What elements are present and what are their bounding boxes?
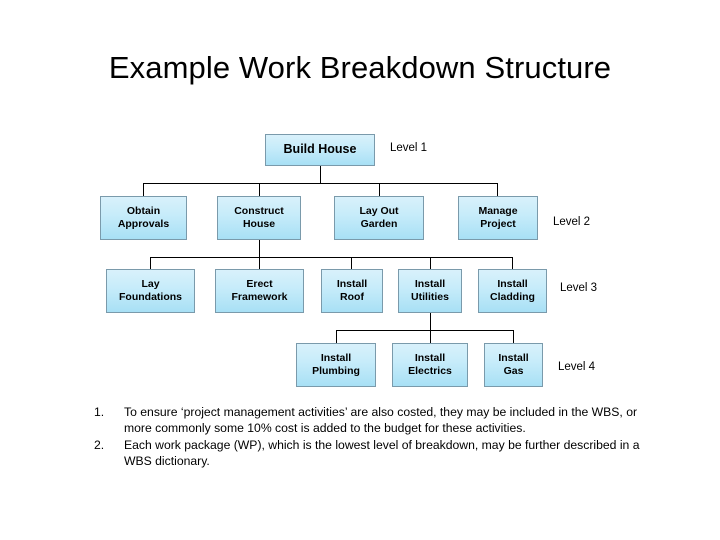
level-caption-1: Level 1 [390,142,428,154]
note-number: 2. [94,437,105,452]
level-caption-4: Level 4 [558,361,596,373]
page-title: Example Work Breakdown Structure [108,50,612,85]
notes-list: 1. To ensure ‘project management activit… [90,404,666,470]
level-caption-2: Level 2 [553,216,591,228]
connector-l3-drop-5 [512,257,513,269]
wbs-node-build-house[interactable]: Build House [265,134,375,166]
connector-l2-construct-drop [259,240,260,257]
connector-l2-drop-4 [497,183,498,196]
connector-l4-bus [336,330,514,331]
level-caption-3: Level 3 [560,282,598,294]
connector-l4-drop-1 [336,330,337,343]
note-text: Each work package (WP), which is the low… [124,437,640,469]
note-number: 1. [94,405,105,419]
connector-l3-bus [150,257,513,258]
connector-l1-drop [320,166,321,183]
connector-l2-drop-3 [379,183,380,196]
connector-l3-drop-3 [351,257,352,269]
note-item-2: 2. Each work package (WP), which is the … [90,437,666,470]
connector-l2-drop-2 [259,183,260,196]
connector-l4-drop-2 [430,330,431,343]
wbs-node-label: Build House [283,142,357,157]
note-text: To ensure ‘project management activities… [124,405,638,436]
connector-l3-utilities-drop [430,313,431,330]
connector-l3-drop-4 [430,257,431,269]
connector-l2-bus [143,183,497,184]
connector-l2-drop-1 [143,183,144,196]
connector-l3-drop-2 [259,257,260,269]
connector-l4-drop-3 [513,330,514,343]
note-item-1: 1. To ensure ‘project management activit… [90,404,666,437]
connector-l3-drop-1 [150,257,151,269]
